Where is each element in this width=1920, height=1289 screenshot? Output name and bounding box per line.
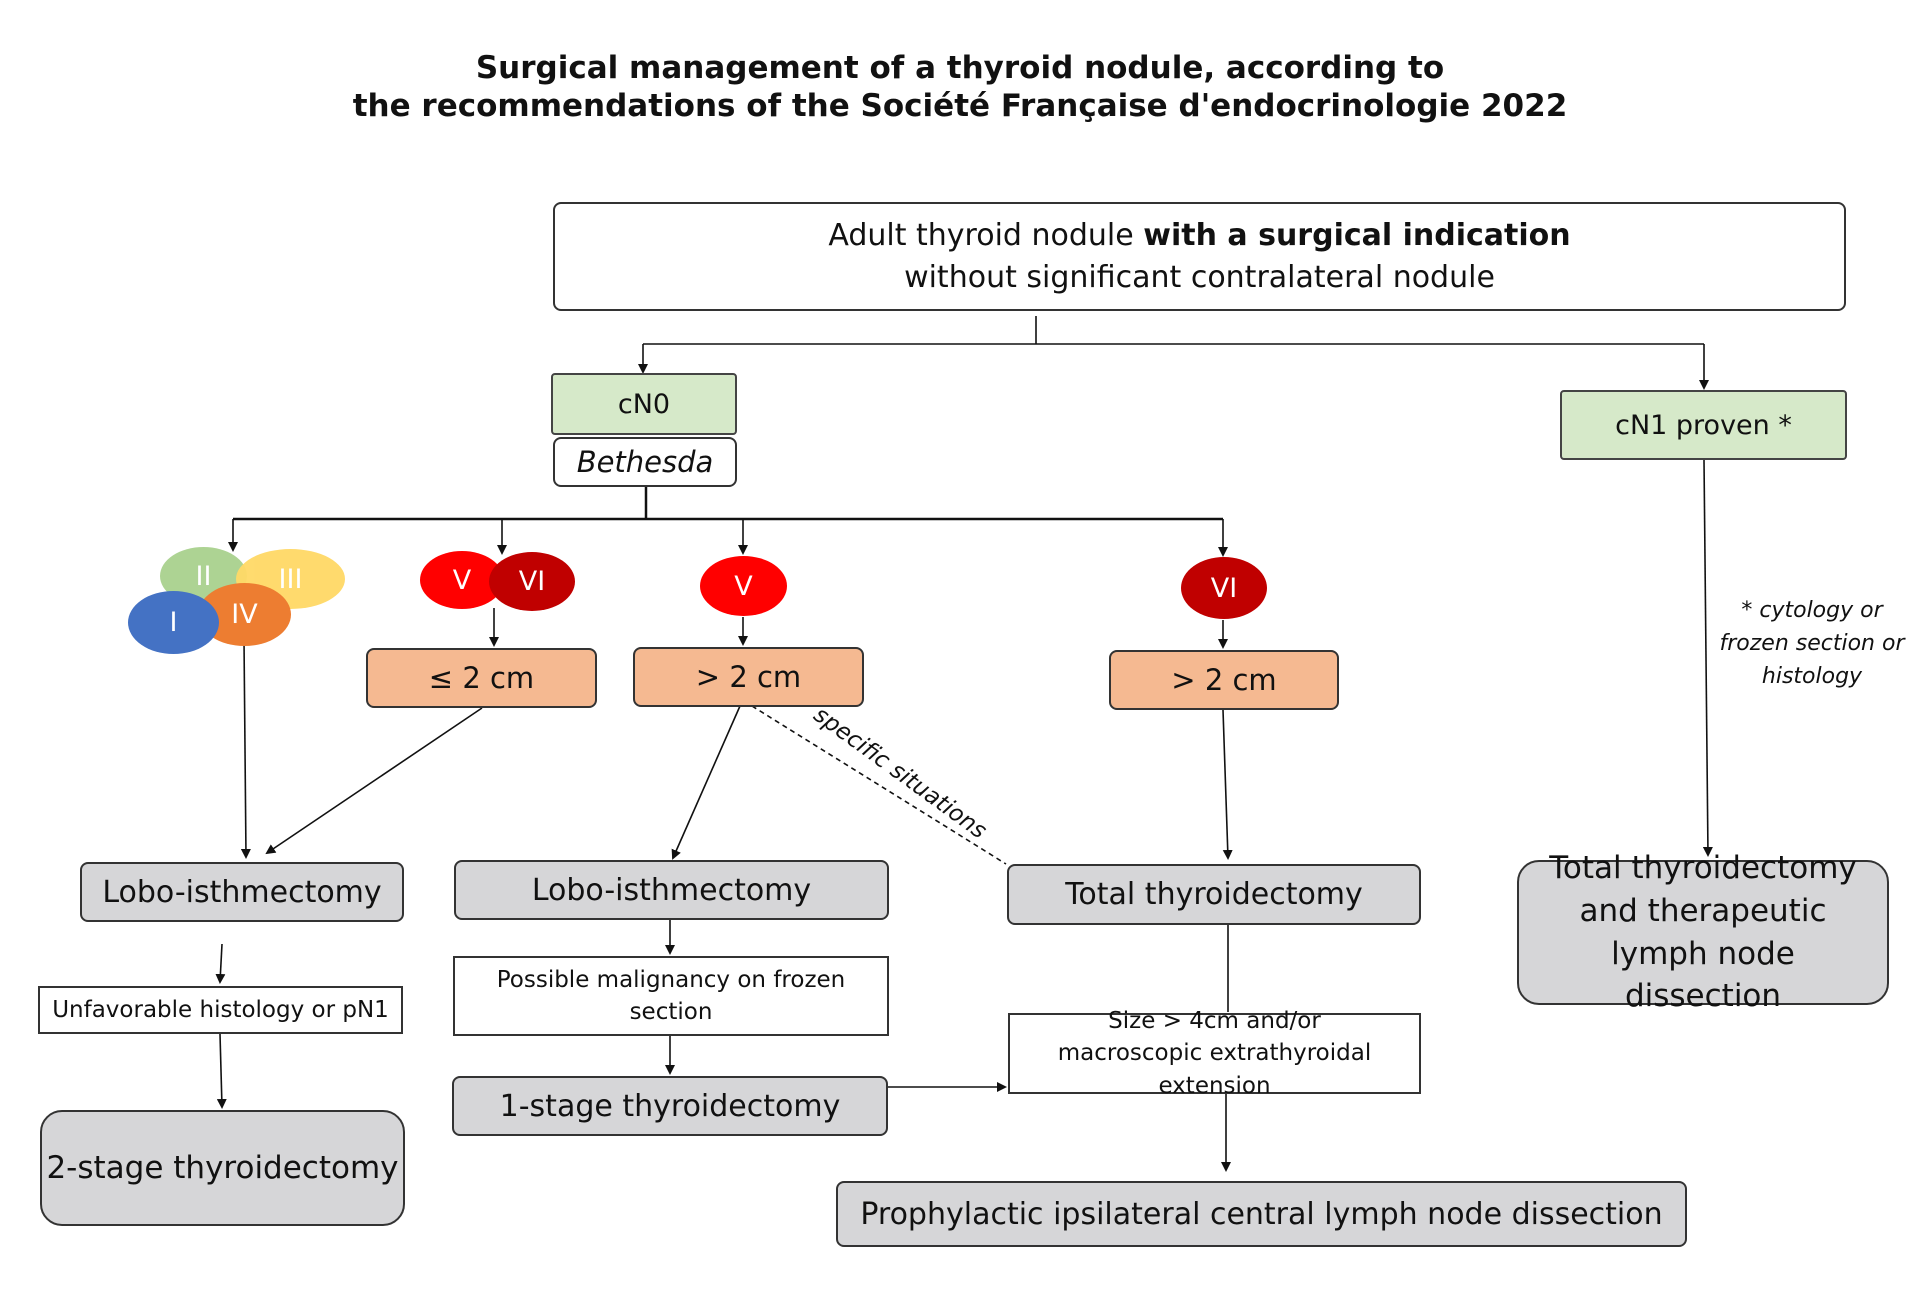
size-gt-2cm-v-box: > 2 cm xyxy=(633,647,864,707)
one-stage-thyroidectomy-box: 1-stage thyroidectomy xyxy=(452,1076,888,1136)
size-4cm-extension-box: Size > 4cm and/or macroscopic extrathyro… xyxy=(1008,1008,1421,1099)
unfavorable-histology-box: Unfavorable histology or pN1 xyxy=(38,986,403,1034)
lobo-isthmectomy-left-box: Lobo-isthmectomy xyxy=(80,862,404,922)
total-thyroidectomy-box: Total thyroidectomy xyxy=(1007,864,1421,925)
lobo-isthmectomy-mid-box: Lobo-isthmectomy xyxy=(454,860,889,920)
top-box-line1-plain: Adult thyroid nodule xyxy=(828,218,1144,254)
bethesda-box: Bethesda xyxy=(553,437,737,487)
adult-thyroid-nodule-box: Adult thyroid nodule with a surgical ind… xyxy=(553,202,1846,311)
top-box-line1: Adult thyroid nodule with a surgical ind… xyxy=(828,215,1570,256)
top-box-line1-bold: with a surgical indication xyxy=(1143,218,1571,254)
prophylactic-dissection-box: Prophylactic ipsilateral central lymph n… xyxy=(836,1181,1687,1247)
diagram-title-line2: the recommendations of the Société Franç… xyxy=(352,88,1568,124)
cn0-box: cN0 xyxy=(551,373,737,435)
top-box-line2: without significant contralateral nodule xyxy=(904,259,1495,295)
bethesda-i-oval: I xyxy=(128,591,219,654)
size-le-2cm-box: ≤ 2 cm xyxy=(366,648,597,708)
bethesda-v-oval: V xyxy=(700,556,787,616)
total-therapeutic-dissection-box: Total thyroidectomy and therapeutic lymp… xyxy=(1517,850,1889,1014)
two-stage-thyroidectomy-box: 2-stage thyroidectomy xyxy=(40,1110,405,1226)
cn1-footnote: * cytology or frozen section or histolog… xyxy=(1719,598,1905,689)
bethesda-vi-oval-small: VI xyxy=(489,552,575,611)
possible-malignancy-box: Possible malignancy on frozen section xyxy=(453,956,889,1036)
diagram-title-line1: Surgical management of a thyroid nodule,… xyxy=(475,50,1445,86)
cn1-proven-box: cN1 proven * xyxy=(1560,390,1847,460)
size-gt-2cm-vi-box: > 2 cm xyxy=(1109,650,1339,710)
bethesda-vi-oval: VI xyxy=(1181,557,1267,619)
